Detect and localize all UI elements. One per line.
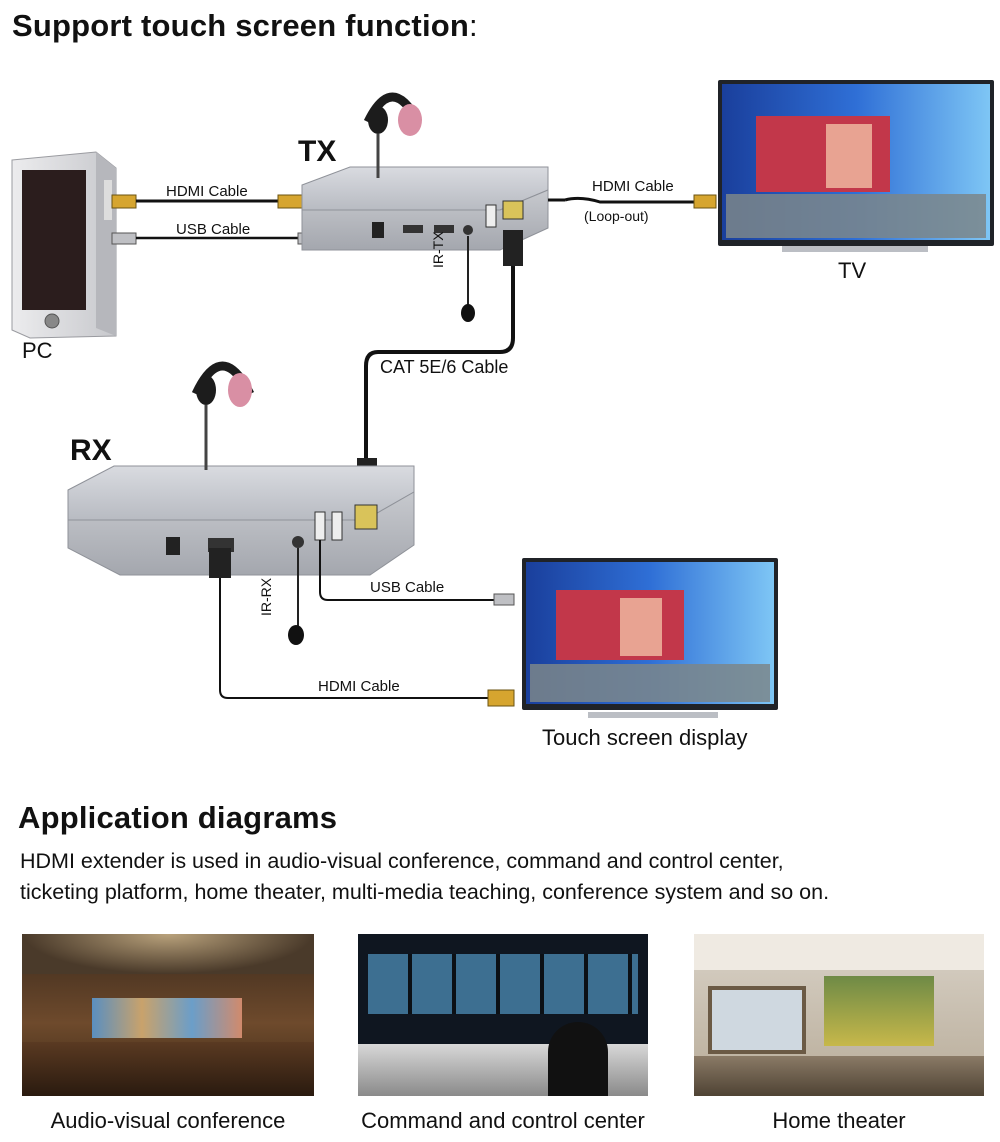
hdmi-cable-pc-label: HDMI Cable bbox=[166, 183, 248, 200]
hdmi-cable-tv-label: HDMI Cable bbox=[592, 178, 674, 195]
ir-tx-cable bbox=[461, 236, 475, 322]
hdmi-cable-rx-label: HDMI Cable bbox=[318, 678, 400, 695]
cat-cable-label: CAT 5E/6 Cable bbox=[380, 357, 509, 377]
caption-home-theater: Home theater bbox=[772, 1108, 906, 1133]
usb-cable-rx-label: USB Cable bbox=[370, 579, 445, 596]
tx-label: TX bbox=[298, 135, 337, 168]
description-line-2: ticketing platform, home theater, multi-… bbox=[20, 880, 830, 904]
loop-out-label: (Loop-out) bbox=[584, 208, 649, 224]
rx-label: RX bbox=[70, 434, 112, 467]
rx-cables bbox=[209, 540, 515, 707]
pc-label: PC bbox=[22, 338, 53, 363]
section-title-text: Support touch screen function bbox=[12, 8, 470, 43]
conference-photo bbox=[22, 934, 314, 1096]
touch-screen-label: Touch screen display bbox=[542, 725, 748, 750]
caption-conference: Audio-visual conference bbox=[50, 1108, 286, 1133]
ir-tx-label: IR-TX bbox=[430, 231, 446, 268]
rx-extender-box bbox=[67, 465, 415, 576]
application-title: Application diagrams bbox=[18, 800, 338, 835]
touch-screen-display bbox=[522, 558, 778, 718]
home-theater-photo bbox=[694, 934, 984, 1096]
tx-extender-box bbox=[301, 166, 549, 251]
section-title-colon: : bbox=[469, 8, 478, 43]
headphones-tx-icon bbox=[363, 92, 422, 178]
description-line-1: HDMI extender is used in audio-visual co… bbox=[20, 849, 784, 873]
connection-diagram bbox=[11, 80, 994, 718]
pc-tower bbox=[11, 151, 117, 339]
tv-label: TV bbox=[838, 258, 867, 283]
tv-display bbox=[718, 80, 994, 252]
tx-tv-cable bbox=[548, 194, 717, 209]
application-description: HDMI extender is used in audio-visual co… bbox=[20, 846, 829, 908]
command-center-photo bbox=[358, 934, 648, 1096]
caption-command-center: Command and control center bbox=[361, 1108, 645, 1133]
ir-rx-label: IR-RX bbox=[258, 577, 274, 616]
headphones-rx-icon bbox=[191, 361, 255, 470]
section-title: Support touch screen function: bbox=[12, 8, 478, 44]
usb-cable-pc-label: USB Cable bbox=[176, 221, 251, 238]
